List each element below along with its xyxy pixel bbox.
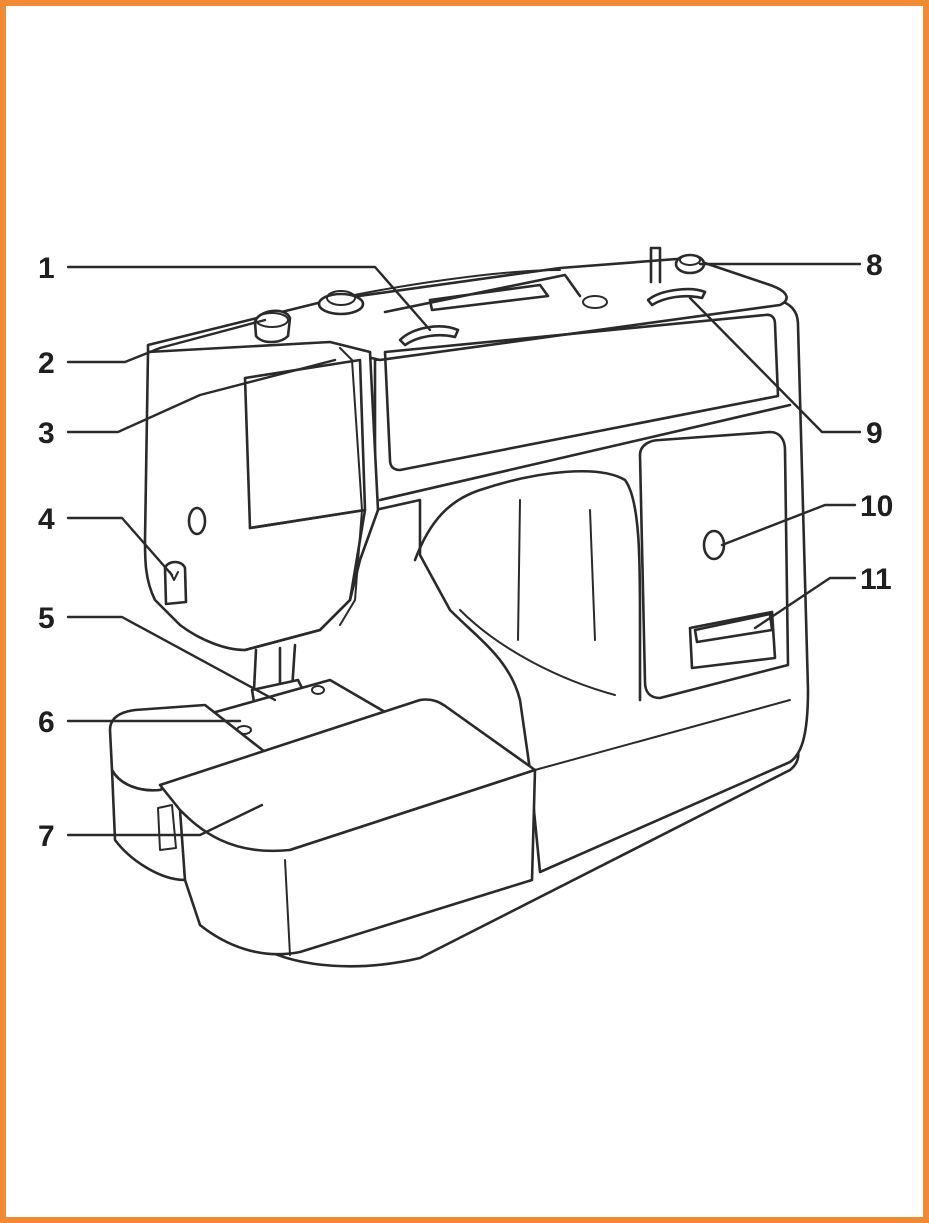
arm-front-panel: [383, 313, 780, 472]
callout-2: 2: [38, 347, 55, 380]
leader-5: [66, 615, 277, 702]
leader-1: [66, 265, 432, 332]
head-lower-face: [243, 508, 367, 652]
reverse-lever: [693, 612, 774, 644]
callout-7: 7: [38, 820, 55, 853]
sewing-machine-illustration: [108, 246, 810, 968]
arm-lower-edge: [378, 403, 792, 502]
callout-3: 3: [38, 417, 55, 450]
side-panel: [638, 430, 790, 700]
top-dial-1: [398, 325, 460, 347]
leader-2: [66, 318, 267, 364]
callout-8: 8: [866, 249, 883, 282]
callout-4: 4: [38, 503, 55, 536]
callout-5: 5: [38, 602, 55, 635]
bed-right-join: [534, 699, 791, 771]
thread-takeup-slot: [339, 347, 363, 626]
leader-9: [688, 296, 862, 434]
throat-inner: [459, 609, 616, 696]
leader-3: [66, 358, 337, 434]
leader-10: [720, 503, 857, 547]
top-hole: [582, 295, 608, 309]
callout-9: 9: [866, 417, 883, 450]
callout-10: 10: [860, 490, 893, 523]
leader-lines: [66, 262, 862, 837]
head-side-screw: [187, 506, 207, 536]
carry-handle: [383, 273, 582, 314]
top-dial-9: [646, 287, 707, 307]
throat-opening: [413, 469, 642, 702]
leader-4: [66, 516, 174, 577]
side-lever: [163, 560, 188, 606]
top-rear-rail: [329, 269, 561, 301]
throat-back: [517, 499, 596, 641]
callout-11: 11: [860, 563, 892, 596]
leader-7: [66, 803, 264, 837]
machine-right-body: [373, 296, 810, 874]
callout-labels: 1 2 3 4 5 6 7 8 9 10 11: [38, 249, 893, 853]
callout-1: 1: [38, 252, 55, 285]
callout-6: 6: [38, 706, 55, 739]
accessory-box-edge: [284, 859, 291, 956]
leader-11: [753, 576, 857, 630]
spool-pin: [649, 246, 662, 284]
